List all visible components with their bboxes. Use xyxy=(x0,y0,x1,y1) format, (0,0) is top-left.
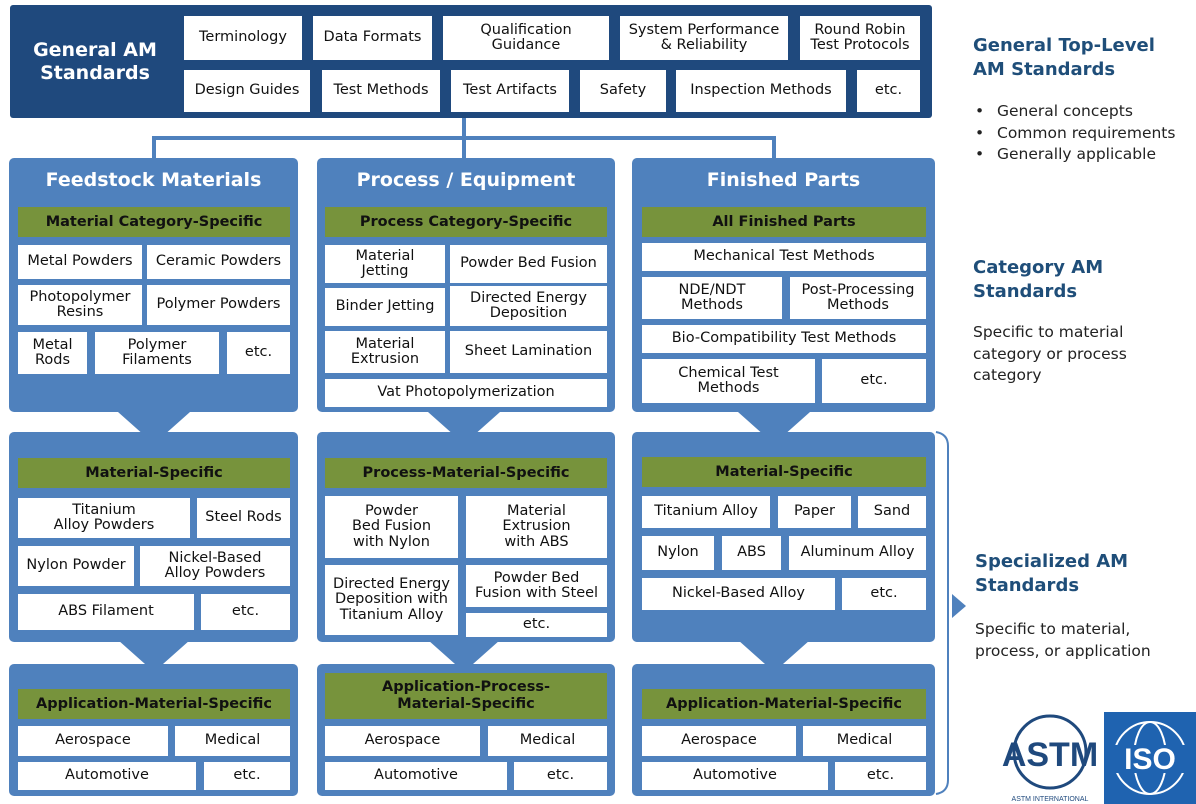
finished-specific-item: Titanium Alloy xyxy=(642,496,770,528)
finished-application-item: Medical xyxy=(803,726,926,756)
feedstock-category-header: Material Category-Specific xyxy=(18,207,290,237)
finished-specific-item: Aluminum Alloy xyxy=(789,536,926,570)
finished-specific-item: Nickel-Based Alloy xyxy=(642,578,835,610)
legend-category-title: Category AM Standards xyxy=(973,257,1104,303)
finished-category-item: NDE/NDT Methods xyxy=(642,277,782,319)
legend-category-text: Specific to material category or process… xyxy=(973,323,1127,385)
finished-specific-item: ABS xyxy=(722,536,781,570)
feedstock-specific-item: Titanium Alloy Powders xyxy=(18,498,190,538)
finished-specific-item: Nylon xyxy=(642,536,714,570)
process-category-item: Sheet Lamination xyxy=(450,331,607,373)
finished-category-item: Bio-Compatibility Test Methods xyxy=(642,325,926,353)
general-panel-title: General AM Standards xyxy=(33,38,157,84)
process-application-item: Automotive xyxy=(325,762,507,790)
process-category-item: Material Extrusion xyxy=(325,331,445,373)
process-category-header: Process Category-Specific xyxy=(325,207,607,237)
feedstock-category-item: Polymer Filaments xyxy=(95,332,219,374)
process-category-item: Binder Jetting xyxy=(325,288,445,326)
process-application-item: etc. xyxy=(514,762,607,790)
feedstock-specific-header: Material-Specific xyxy=(18,458,290,488)
legend-bullet: Common requirements xyxy=(973,123,1195,145)
process-title: Process / Equipment xyxy=(356,168,576,191)
iso-logo-text: ISO xyxy=(1124,743,1176,776)
feedstock-application-header: Application-Material-Specific xyxy=(18,689,290,719)
legend-general-title: General Top-Level AM Standards xyxy=(973,35,1155,81)
feedstock-category-item: etc. xyxy=(227,332,290,374)
iso-logo: ISO xyxy=(1104,712,1196,804)
feedstock-specific-item: Nickel-Based Alloy Powders xyxy=(140,546,290,586)
finished-application-item: etc. xyxy=(835,762,926,790)
process-specific-item: Material Extrusion with ABS xyxy=(466,496,607,558)
finished-category-header: All Finished Parts xyxy=(642,207,926,237)
feedstock-specific-item: Nylon Powder xyxy=(18,546,134,586)
feedstock-application-item: Aerospace xyxy=(18,726,168,756)
legend-general-bullets: General concepts Common requirements Gen… xyxy=(973,101,1195,166)
legend-specialized-title: Specialized AM Standards xyxy=(975,551,1129,597)
feedstock-specific-item: ABS Filament xyxy=(18,594,194,630)
finished-specific-header: Material-Specific xyxy=(642,457,926,487)
process-specific-header: Process-Material-Specific xyxy=(325,458,607,488)
finished-category-item: Chemical Test Methods xyxy=(642,359,815,403)
process-category-item: Material Jetting xyxy=(325,245,445,283)
astm-logo: ASTM ASTM INTERNATIONAL xyxy=(1000,708,1100,804)
general-item: Terminology xyxy=(184,16,302,60)
feedstock-specific-item: etc. xyxy=(201,594,290,630)
astm-logo-subtext: ASTM INTERNATIONAL xyxy=(1012,796,1089,803)
process-category-item: Vat Photopolymerization xyxy=(325,379,607,407)
legend-bullet: General concepts xyxy=(973,101,1195,123)
general-item: Test Artifacts xyxy=(451,70,569,112)
finished-application-item: Automotive xyxy=(642,762,828,790)
finished-category-item: etc. xyxy=(822,359,926,403)
process-category-item: Powder Bed Fusion xyxy=(450,245,607,283)
finished-specific-item: etc. xyxy=(842,578,926,610)
general-item: Test Methods xyxy=(322,70,440,112)
general-item: Safety xyxy=(580,70,666,112)
finished-specific-item: Sand xyxy=(858,496,926,528)
feedstock-category-item: Polymer Powders xyxy=(147,285,290,325)
feedstock-category-item: Metal Rods xyxy=(18,332,87,374)
general-item: Round Robin Test Protocols xyxy=(800,16,920,60)
general-item: System Performance & Reliability xyxy=(620,16,788,60)
feedstock-application-item: Automotive xyxy=(18,762,196,790)
astm-logo-text: ASTM xyxy=(1002,736,1098,774)
feedstock-application-item: Medical xyxy=(175,726,290,756)
finished-specific-item: Paper xyxy=(778,496,851,528)
process-application-item: Aerospace xyxy=(325,726,480,756)
legend-specialized-text: Specific to material, process, or applic… xyxy=(975,620,1151,660)
general-item: etc. xyxy=(857,70,920,112)
process-specific-item: etc. xyxy=(466,613,607,637)
finished-category-item: Mechanical Test Methods xyxy=(642,243,926,271)
feedstock-category-item: Ceramic Powders xyxy=(147,245,290,279)
process-specific-item: Powder Bed Fusion with Nylon xyxy=(325,496,458,558)
process-specific-item: Directed Energy Deposition with Titanium… xyxy=(325,565,458,635)
process-application-item: Medical xyxy=(488,726,607,756)
feedstock-category-item: Photopolymer Resins xyxy=(18,285,142,325)
general-item: Design Guides xyxy=(184,70,310,112)
general-item: Qualification Guidance xyxy=(443,16,609,60)
process-category-item: Directed Energy Deposition xyxy=(450,286,607,326)
process-specific-item: Powder Bed Fusion with Steel xyxy=(466,565,607,607)
general-item: Data Formats xyxy=(313,16,432,60)
finished-title: Finished Parts xyxy=(706,168,861,191)
feedstock-title: Feedstock Materials xyxy=(45,168,262,191)
finished-application-header: Application-Material-Specific xyxy=(642,689,926,719)
feedstock-specific-item: Steel Rods xyxy=(197,498,290,538)
feedstock-application-item: etc. xyxy=(204,762,290,790)
finished-category-item: Post-Processing Methods xyxy=(790,277,926,319)
process-application-header: Application-Process- Material-Specific xyxy=(325,673,607,719)
feedstock-category-item: Metal Powders xyxy=(18,245,142,279)
general-item: Inspection Methods xyxy=(676,70,846,112)
finished-application-item: Aerospace xyxy=(642,726,796,756)
legend-bullet: Generally applicable xyxy=(973,144,1195,166)
